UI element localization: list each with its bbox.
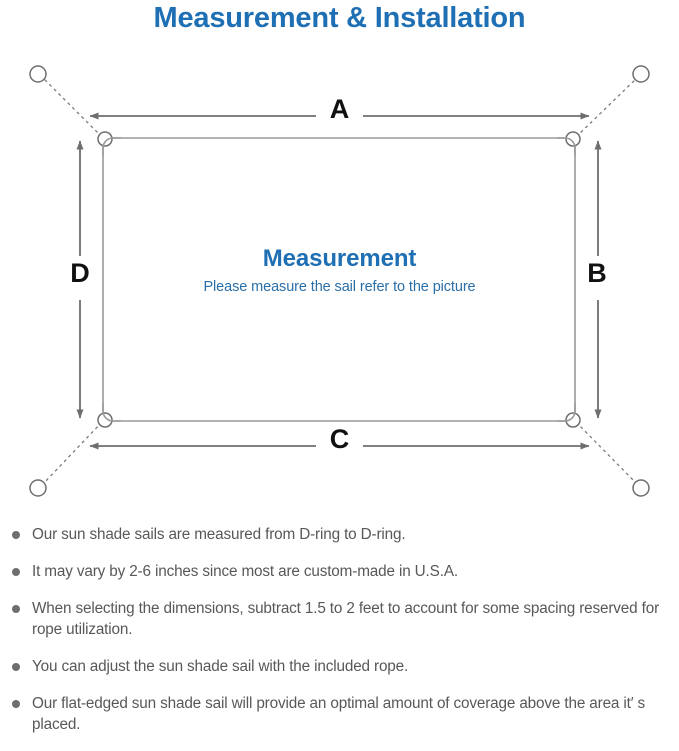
note-text: Our sun shade sails are measured from D-…	[32, 526, 406, 543]
sail-corner-overlay-tr	[557, 137, 576, 156]
note-text: It may vary by 2-6 inches since most are…	[32, 563, 458, 580]
d-ring-bottom-right	[565, 412, 581, 428]
list-item: Our flat-edged sun shade sail will provi…	[0, 693, 679, 735]
notes-list: Our sun shade sails are measured from D-…	[0, 524, 679, 751]
dimension-label-b: B	[587, 258, 607, 288]
diagram-canvas	[29, 65, 650, 497]
d-ring-top-left	[97, 131, 113, 147]
sail-corner-overlay-br	[557, 403, 576, 422]
anchor-point-top-left	[29, 65, 47, 83]
dimension-label-c: C	[329, 424, 350, 454]
dimension-label-d: D	[70, 258, 90, 288]
bullet-icon	[12, 568, 20, 576]
rope-line-bottom-right	[575, 421, 639, 486]
anchor-point-bottom-left	[29, 479, 47, 497]
rope-line-top-left	[41, 76, 103, 138]
d-ring-bottom-left	[97, 412, 113, 428]
d-ring-top-right	[565, 131, 581, 147]
list-item: When selecting the dimensions, subtract …	[0, 598, 679, 640]
note-text: Our flat-edged sun shade sail will provi…	[32, 695, 646, 733]
anchor-point-bottom-right	[632, 479, 650, 497]
anchor-point-top-right	[632, 65, 650, 83]
note-text: You can adjust the sun shade sail with t…	[32, 658, 409, 675]
bullet-icon	[12, 663, 20, 671]
list-item: You can adjust the sun shade sail with t…	[0, 656, 679, 677]
list-item: Our sun shade sails are measured from D-…	[0, 524, 679, 545]
dimension-label-a: A	[329, 94, 350, 124]
bullet-icon	[12, 700, 20, 708]
list-item: It may vary by 2-6 inches since most are…	[0, 561, 679, 582]
note-text: When selecting the dimensions, subtract …	[32, 600, 660, 638]
sail-corner-overlay-bl	[102, 403, 121, 422]
measurement-diagram: Measurement Please measure the sail refe…	[0, 48, 679, 514]
bullet-icon	[12, 605, 20, 613]
sail-corner-overlay-tl	[102, 137, 121, 156]
rope-line-bottom-left	[41, 421, 103, 486]
rope-line-top-right	[575, 76, 639, 138]
page-title: Measurement & Installation	[153, 2, 526, 34]
sail-rectangle	[102, 137, 576, 422]
bullet-icon	[12, 531, 20, 539]
